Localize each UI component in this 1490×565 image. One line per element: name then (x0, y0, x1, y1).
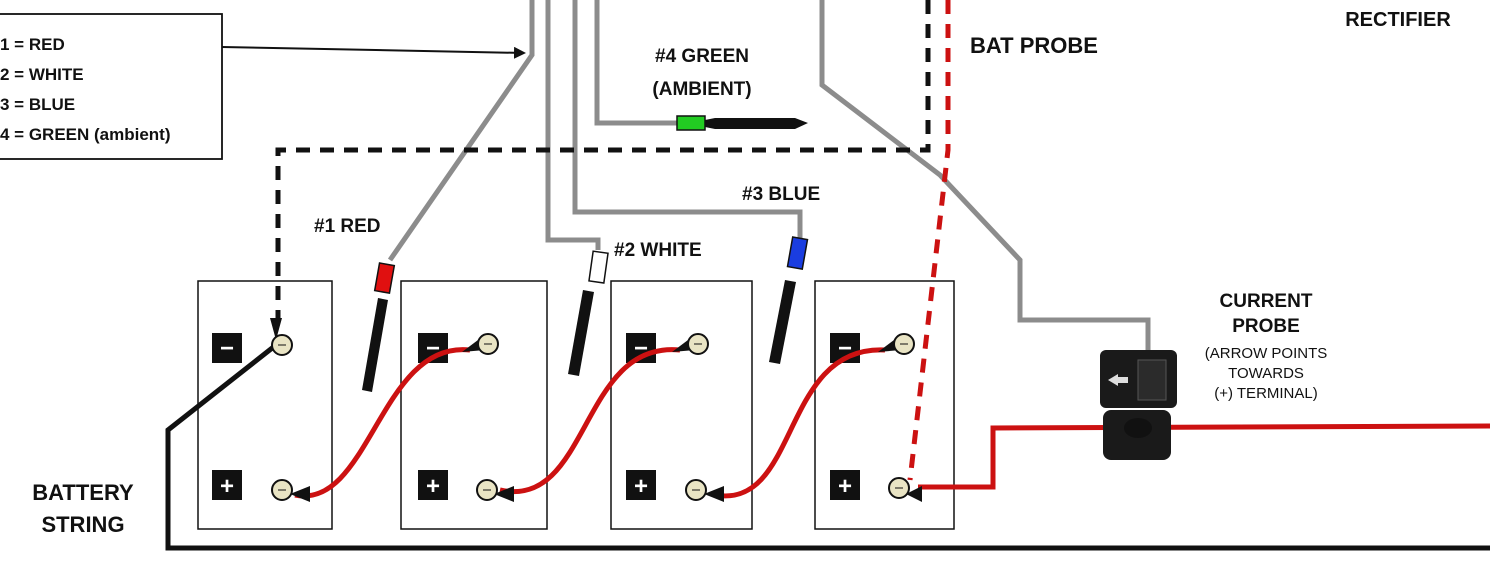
legend-box (0, 13, 223, 160)
legend-line-4: 4 = GREEN (ambient) (0, 125, 171, 144)
battery-string-label-line1: BATTERY (32, 480, 134, 505)
current-probe-note-line1: (ARROW POINTS (1205, 345, 1328, 362)
bat-probe-dashed-wire (275, 0, 931, 320)
probe-blue-label: #3 BLUE (742, 184, 820, 205)
terminal-symbols (212, 333, 860, 500)
rectifier-label: RECTIFIER (1345, 9, 1451, 31)
legend-line-2: 2 = WHITE (0, 65, 84, 84)
green-probe-label-line1: #4 GREEN (655, 46, 749, 67)
bat-probe-red-dashed-wire (907, 0, 951, 481)
legend-arrow (221, 46, 526, 59)
sense-wires (387, 0, 1151, 350)
red-cable-3 (714, 347, 886, 499)
red-output-cable (918, 423, 1490, 490)
probe-white (568, 250, 609, 376)
current-probe-label-line1: CURRENT (1220, 291, 1313, 312)
positive-terminal-symbol: + (634, 473, 648, 500)
bat-probe-label: BAT PROBE (970, 33, 1098, 58)
probe-green-ambient (676, 115, 808, 131)
legend-line-1: 1 = RED (0, 35, 65, 54)
probe-red (362, 262, 396, 392)
terminal-lugs (270, 318, 922, 502)
negative-terminal-symbol: − (220, 335, 234, 362)
red-cable-1 (294, 347, 471, 499)
battery-string-label-line2: STRING (41, 512, 124, 537)
legend-line-3: 3 = BLUE (0, 95, 75, 114)
probe-white-label: #2 WHITE (614, 240, 702, 261)
current-probe-clamp (1100, 350, 1177, 460)
negative-main-cable (165, 343, 1490, 551)
probe-blue (769, 236, 809, 364)
current-probe-note-line2: TOWARDS (1228, 365, 1304, 382)
positive-terminal-symbol: + (838, 473, 852, 500)
current-probe-label-line2: PROBE (1232, 316, 1300, 337)
green-probe-label-line2: (AMBIENT) (652, 79, 751, 100)
red-cable-2 (499, 347, 681, 495)
positive-terminal-symbol: + (220, 473, 234, 500)
probe-red-label: #1 RED (314, 216, 381, 237)
positive-terminal-symbol: + (426, 473, 440, 500)
current-probe-note-line3: (+) TERMINAL) (1214, 385, 1317, 402)
